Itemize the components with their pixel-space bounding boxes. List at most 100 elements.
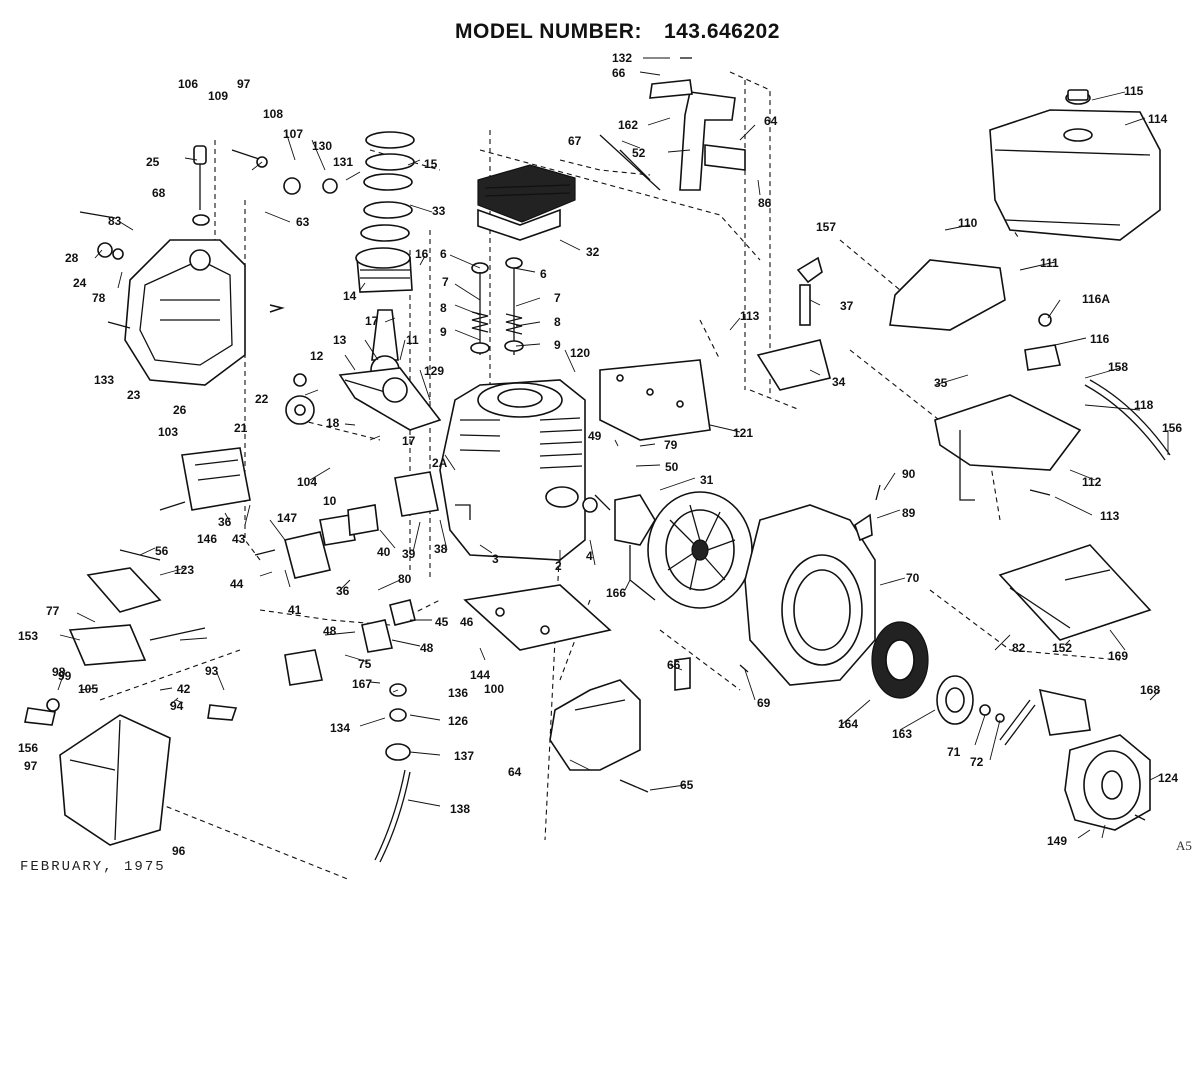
callout-149: 149 xyxy=(1047,834,1067,848)
callout-36: 36 xyxy=(336,584,350,598)
callout-138: 138 xyxy=(450,802,470,816)
fasteners xyxy=(24,134,1146,821)
ignition-module xyxy=(614,494,656,601)
callout-94: 94 xyxy=(170,699,184,713)
callout-67: 67 xyxy=(568,134,582,148)
callout-99: 99 xyxy=(58,669,72,683)
fuel-tank xyxy=(989,89,1161,241)
callout-10: 10 xyxy=(323,494,337,508)
recoil-starter xyxy=(999,688,1151,831)
callout-137: 137 xyxy=(454,749,474,763)
callout-69: 69 xyxy=(757,696,771,710)
callout-45: 45 xyxy=(435,615,449,629)
callout-79: 79 xyxy=(664,438,678,452)
callout-83: 83 xyxy=(108,214,122,228)
callout-96: 96 xyxy=(172,844,186,858)
callout-89: 89 xyxy=(902,506,916,520)
callout-11: 11 xyxy=(406,333,419,347)
callout-109: 109 xyxy=(208,89,228,103)
callout-152: 152 xyxy=(1052,641,1072,655)
callout-6: 6 xyxy=(540,267,547,281)
callout-40: 40 xyxy=(377,545,391,559)
callout-86: 86 xyxy=(758,196,772,210)
model-label: MODEL NUMBER: xyxy=(455,20,642,43)
callout-6: 6 xyxy=(440,247,447,261)
carburetor xyxy=(181,447,439,686)
callout-41: 41 xyxy=(288,603,302,617)
air-cleaner xyxy=(59,567,171,846)
callout-162: 162 xyxy=(618,118,638,132)
valve-train xyxy=(470,257,524,355)
callout-144: 144 xyxy=(470,668,490,682)
callout-133: 133 xyxy=(94,373,114,387)
callout-146: 146 xyxy=(197,532,217,546)
callout-22: 22 xyxy=(255,392,269,406)
callout-108: 108 xyxy=(263,107,283,121)
callout-17: 17 xyxy=(365,314,379,328)
base-plate xyxy=(463,584,612,651)
owners-manual xyxy=(998,544,1152,641)
callout-3: 3 xyxy=(492,552,499,566)
callout-68: 68 xyxy=(152,186,166,200)
callout-97: 97 xyxy=(237,77,251,91)
callout-24: 24 xyxy=(73,276,87,290)
callout-112: 112 xyxy=(1082,475,1102,489)
assembly-guide-lines xyxy=(99,71,1121,881)
callout-38: 38 xyxy=(434,542,448,556)
sheet-mark: A5 xyxy=(1176,838,1192,853)
callout-65: 65 xyxy=(680,778,694,792)
leader-lines xyxy=(57,57,1169,839)
callout-7: 7 xyxy=(442,275,449,289)
callout-156: 156 xyxy=(18,741,38,755)
callout-13: 13 xyxy=(333,333,347,347)
callout-25: 25 xyxy=(146,155,160,169)
callout-124: 124 xyxy=(1158,771,1178,785)
callout-2: 2 xyxy=(555,559,562,573)
callout-118: 118 xyxy=(1134,398,1154,412)
dipstick xyxy=(192,145,210,226)
callout-97: 97 xyxy=(24,759,38,773)
rotating-screen xyxy=(871,621,929,699)
callout-48: 48 xyxy=(323,624,337,638)
callout-2A: 2A xyxy=(432,456,448,470)
callout-36: 36 xyxy=(218,515,232,529)
callout-37: 37 xyxy=(840,299,854,313)
crankshaft-assembly xyxy=(338,309,442,431)
callout-49: 49 xyxy=(588,429,602,443)
revision-date: FEBRUARY, 1975 xyxy=(20,859,166,875)
callout-113: 113 xyxy=(1100,509,1120,523)
callout-123: 123 xyxy=(174,563,194,577)
spark-plug xyxy=(756,256,831,391)
callout-153: 153 xyxy=(18,629,38,643)
callout-115: 115 xyxy=(1124,84,1144,98)
callout-66: 66 xyxy=(667,658,681,672)
callout-21: 21 xyxy=(234,421,248,435)
crankcase-cover xyxy=(124,239,246,386)
callout-66: 66 xyxy=(612,66,626,80)
callout-12: 12 xyxy=(310,349,324,363)
callout-28: 28 xyxy=(65,251,79,265)
callout-50: 50 xyxy=(665,460,679,474)
callout-167: 167 xyxy=(352,677,372,691)
callout-78: 78 xyxy=(92,291,106,305)
callout-77: 77 xyxy=(46,604,60,618)
engine-block xyxy=(439,379,586,561)
callout-42: 42 xyxy=(177,682,191,696)
piston-assembly xyxy=(355,131,415,293)
callout-105: 105 xyxy=(78,682,98,696)
muffler-shield xyxy=(549,679,641,771)
callout-163: 163 xyxy=(892,727,912,741)
callout-132: 132 xyxy=(612,51,632,65)
callout-63: 63 xyxy=(296,215,310,229)
callout-136: 136 xyxy=(448,686,468,700)
callout-168: 168 xyxy=(1140,683,1160,697)
model-number: 143.646202 xyxy=(663,20,780,43)
callout-15: 15 xyxy=(424,157,438,171)
callout-107: 107 xyxy=(283,127,303,141)
callout-82: 82 xyxy=(1012,641,1026,655)
callout-113: 113 xyxy=(740,309,760,323)
callout-147: 147 xyxy=(277,511,297,525)
